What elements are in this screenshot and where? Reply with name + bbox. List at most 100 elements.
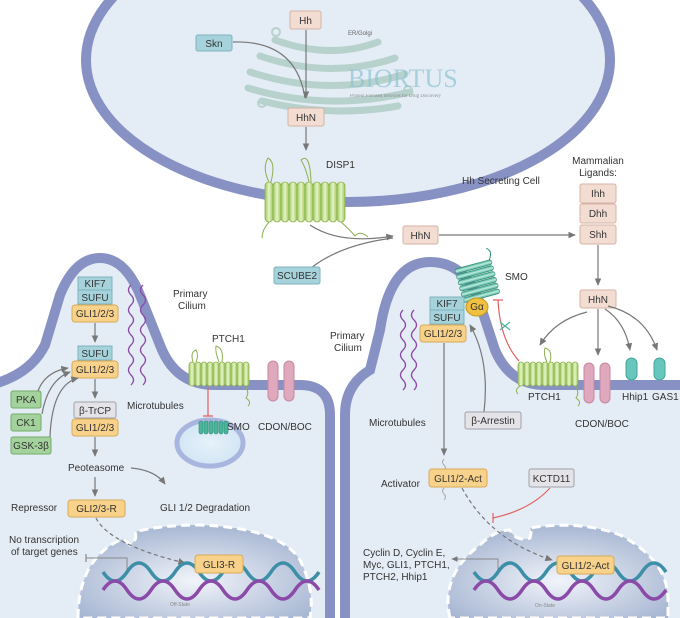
hh-box: Hh <box>289 10 322 30</box>
pka-arrow <box>37 365 69 392</box>
svg-text:GLI1/2/3: GLI1/2/3 <box>76 365 115 376</box>
hhn-to-gas1-arrow <box>607 305 658 351</box>
svg-text:Hh: Hh <box>299 16 312 27</box>
barrestin-box: β-Arrestin <box>464 411 522 430</box>
hhn-box-right: HhN <box>579 289 617 309</box>
sufu-box-left-mid: SUFU <box>77 345 113 361</box>
ligands-title: Ligands: <box>579 168 617 179</box>
kif7-box-left: KIF7 <box>77 276 113 291</box>
ptch1-label-left: PTCH1 <box>212 334 245 345</box>
svg-text:β-Arrestin: β-Arrestin <box>471 416 515 427</box>
smo-left <box>198 420 229 435</box>
sufu-box-right: SUFU <box>429 309 465 325</box>
block-x-icon <box>499 321 511 331</box>
on-state-label: On-State <box>535 603 555 609</box>
svg-text:GLI3-R: GLI3-R <box>203 560 235 571</box>
gli3-r-box: GLI3-R <box>194 554 244 574</box>
svg-text:GLI1/2-Act: GLI1/2-Act <box>562 561 610 572</box>
hhip1-receptor <box>625 357 638 381</box>
gsk3b-arrow <box>49 376 79 438</box>
microtubules-label-left: Microtubules <box>127 401 184 412</box>
svg-text:GLI2/3-R: GLI2/3-R <box>76 504 117 515</box>
barrestin-arrow <box>469 324 486 413</box>
linker-bottom <box>442 487 446 501</box>
scube2-to-hhn-arrow <box>310 237 394 269</box>
svg-text:KIF7: KIF7 <box>436 299 458 310</box>
gli-r-to-nucleus-arrow <box>95 517 186 565</box>
ck1-arrow <box>41 371 71 415</box>
off-state-label: Off-State <box>170 602 190 608</box>
cdon-boc-label-left: CDON/BOC <box>258 422 312 433</box>
svg-text:PKA: PKA <box>16 395 36 406</box>
kctd11-box: KCTD11 <box>528 468 575 488</box>
ligand-shh: Shh <box>579 224 617 245</box>
target-genes-line2: Myc, GLI1, PTCH1, <box>363 560 450 571</box>
svg-text:Dhh: Dhh <box>589 209 607 220</box>
kif7-box-right: KIF7 <box>429 296 465 311</box>
ligands-title-line1: Mammalian <box>572 156 624 167</box>
off-cell-membrane <box>0 252 335 618</box>
secreting-cell-label: Hh Secreting Cell <box>462 176 540 187</box>
hhn-box-inner: HhN <box>287 107 325 127</box>
svg-text:SCUBE2: SCUBE2 <box>277 271 317 282</box>
galpha-i: Gα <box>465 297 489 317</box>
gli-box-left-top: GLI1/2/3 <box>71 304 119 323</box>
primary-cilium-label-left-2: Cilium <box>178 301 206 312</box>
svg-text:KIF7: KIF7 <box>84 279 106 290</box>
disp1-label: DISP1 <box>326 160 355 171</box>
ptch1-right-receptor <box>515 347 581 407</box>
kctd11-inhibition <box>492 487 551 523</box>
ptch1-left-receptor <box>188 345 251 407</box>
no-transcription-label-1: No transcription <box>9 535 79 546</box>
disp1-to-hhn-arrow <box>309 224 394 241</box>
gli-box-left-bottom: GLI1/2/3 <box>71 418 119 437</box>
svg-text:CK1: CK1 <box>16 418 36 429</box>
svg-text:KCTD11: KCTD11 <box>533 474 571 485</box>
skn-box: Skn <box>195 34 233 52</box>
er-golgi-label: ER/Golgi <box>348 31 372 37</box>
activator-label: Activator <box>381 479 421 490</box>
svg-text:HhN: HhN <box>410 231 430 242</box>
ptch1-label-right: PTCH1 <box>528 392 561 403</box>
microtubules-left-icon <box>127 284 147 386</box>
smo-label-left: SMO <box>227 422 250 433</box>
degradation-label: GLI 1/2 Degradation <box>160 503 250 514</box>
repressor-label: Repressor <box>11 503 58 514</box>
cdon-boc-label-right: CDON/BOC <box>575 419 629 430</box>
hhn-to-ptch1-arrow <box>539 311 588 346</box>
watermark-tagline: Protein Focused Services for Drug Discov… <box>350 94 441 99</box>
svg-text:HhN: HhN <box>296 113 316 124</box>
svg-text:GLI1/2/3: GLI1/2/3 <box>76 309 115 320</box>
target-genes-line1: Cyclin D, Cyclin E, <box>363 548 445 559</box>
gas1-receptor <box>653 357 666 381</box>
svg-text:Gα: Gα <box>470 302 484 313</box>
pka-box: PKA <box>10 390 42 409</box>
no-transcription-label-2: of target genes <box>11 547 78 558</box>
svg-text:GSK-3β: GSK-3β <box>13 441 49 452</box>
gsk3b-box: GSK-3β <box>10 436 52 455</box>
disp1-receptor <box>261 157 369 239</box>
gli-act-to-nucleus-arrow <box>461 487 553 562</box>
on-cell-membrane <box>340 256 680 618</box>
gli-act-box-nucleus: GLI1/2-Act <box>556 555 615 575</box>
microtubules-label-right: Microtubules <box>369 418 426 429</box>
scube2-box: SCUBE2 <box>273 266 321 285</box>
smo-right <box>454 247 500 303</box>
gli-box-left-mid: GLI1/2/3 <box>71 360 119 379</box>
svg-text:SUFU: SUFU <box>81 349 108 360</box>
btrcp-box: β-TrCP <box>73 401 117 419</box>
primary-cilium-label-right: Primary <box>330 331 364 342</box>
watermark-brand: BIORTUS <box>348 64 458 93</box>
ptch1-inhibits-smo <box>203 388 213 417</box>
er-golgi-icon <box>244 27 414 115</box>
skn-arrow <box>232 41 306 99</box>
gli-box-right: GLI1/2/3 <box>419 324 467 343</box>
no-transcription-line <box>86 557 128 570</box>
sufu-box-left-top: SUFU <box>77 289 113 305</box>
gli-r-box: GLI2/3-R <box>67 499 126 518</box>
primary-cilium-label-left: Primary <box>173 289 207 300</box>
primary-cilium-label-right-2: Cilium <box>334 343 362 354</box>
svg-text:Ihh: Ihh <box>591 189 605 200</box>
svg-text:GLI1/2/3: GLI1/2/3 <box>76 423 115 434</box>
